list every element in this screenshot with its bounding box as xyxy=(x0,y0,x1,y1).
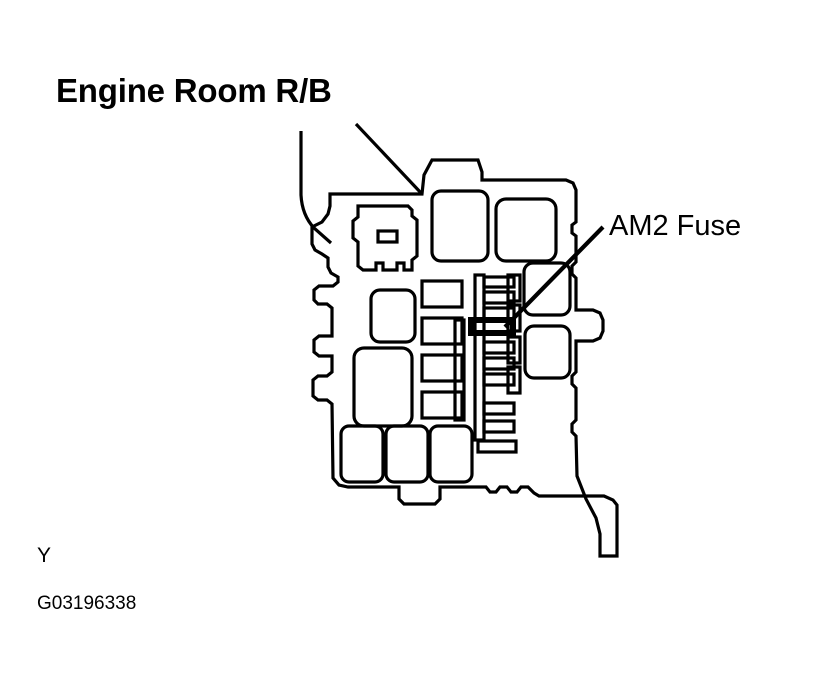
fuse-vert-slot-1 xyxy=(506,273,522,303)
page-title: Engine Room R/B xyxy=(56,72,332,109)
fuse-slot-7 xyxy=(482,372,516,387)
figure-id: G03196338 xyxy=(37,593,137,614)
fuse-vert-slot-3 xyxy=(506,335,522,365)
block-rect-3 xyxy=(420,353,464,383)
fuse-slot-1 xyxy=(482,275,516,289)
relay-block-outline xyxy=(310,158,619,558)
relay-mid-right-lower xyxy=(523,324,572,380)
am2-fuse-slot-highlight xyxy=(468,317,516,336)
block-divider-bar xyxy=(453,318,466,422)
relay-left-lower xyxy=(352,346,414,428)
relay-left-upper xyxy=(369,288,417,344)
fuse-slot-9 xyxy=(482,419,516,434)
fuse-slot-5 xyxy=(482,340,516,355)
relay-notched-top-left xyxy=(351,204,419,272)
relay-mid-right-upper xyxy=(522,261,572,317)
block-rect-4 xyxy=(420,390,464,420)
relay-bottom-1 xyxy=(339,424,385,484)
am2-fuse-leader-line xyxy=(503,225,605,329)
title-leader-right-line xyxy=(354,122,424,196)
fuse-vert-slot-4 xyxy=(506,365,522,395)
title-leader-left-line xyxy=(299,131,333,245)
block-rect-1 xyxy=(420,279,464,309)
block-rect-2 xyxy=(420,316,464,346)
am2-fuse-callout-label: AM2 Fuse xyxy=(609,210,742,242)
fuse-slot-8 xyxy=(482,401,516,416)
relay-top-center xyxy=(430,189,490,263)
wire-color-marker: Y xyxy=(37,544,52,567)
relay-bottom-3 xyxy=(428,424,474,484)
relay-bottom-2 xyxy=(384,424,430,484)
relay-top-right xyxy=(494,197,558,263)
relay-notched-inner-rect xyxy=(376,229,399,244)
fuse-slot-2 xyxy=(482,290,516,305)
fuse-slot-10 xyxy=(476,439,518,454)
